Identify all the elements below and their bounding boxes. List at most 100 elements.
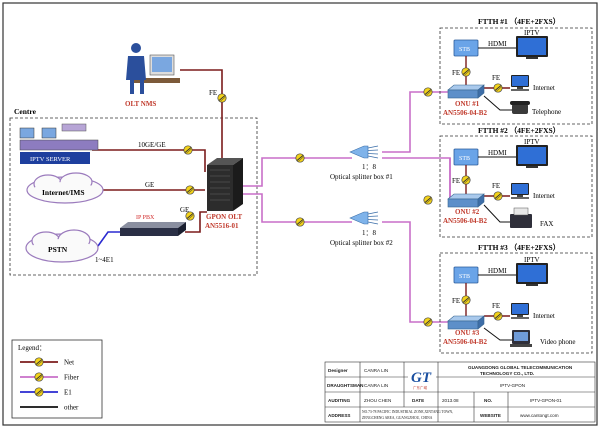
internet-cloud (26, 172, 104, 204)
tb-draughtsman: CANRA LIN (364, 383, 388, 388)
gpon-olt (207, 158, 243, 211)
pstn-label: PSTN (48, 245, 68, 254)
ftth-1-stb: STB (459, 47, 470, 53)
ftth-1-hdmi: HDMI (488, 40, 507, 48)
connector (423, 87, 433, 97)
tb-designer: CANRA LIN (364, 368, 388, 373)
centre-box (9, 117, 258, 276)
tb-no: IPTV-GPON-01 (530, 398, 562, 403)
internet-label: Internet/IMS (42, 188, 85, 197)
splitter-2-icon (349, 211, 379, 225)
video-phone-icon (510, 330, 532, 347)
net-lines (92, 69, 223, 233)
ftth-1-fe1: FE (452, 69, 460, 77)
tb-address-label: ADDRESS (328, 413, 350, 418)
pc-icon (511, 183, 529, 199)
svg-text:GT: GT (411, 370, 432, 386)
internet-link-label: GE (145, 181, 154, 189)
connector (461, 175, 471, 185)
connector (295, 153, 305, 163)
connector (183, 145, 193, 155)
tb-address-2: ZENGCHENG AREA, GUANGZHOU, CHINA (362, 416, 433, 421)
nms-label: OLT NMS (125, 100, 156, 108)
iptv-server-label: IPTV SERVER (30, 156, 71, 163)
splitter-1-ratio: 1：8 (362, 163, 376, 171)
ftth-3-internet: Internet (533, 312, 555, 320)
centre-label: Centre (14, 107, 37, 116)
olt-model: AN5516-01 (205, 222, 239, 230)
legend-connector (34, 357, 44, 367)
ftth-2-onu: ONU #2 (455, 208, 480, 216)
ftth-1-title: FTTH #1 （4FE+2FXS） (478, 16, 560, 26)
ftth-1-extra: Telephone (532, 108, 561, 116)
tv-icon (516, 36, 548, 59)
iptv-server (19, 123, 99, 164)
legend-label-net: Net (64, 359, 74, 367)
fax-icon (510, 207, 532, 228)
legend-connector (34, 387, 44, 397)
nms-fe-label: FE (209, 89, 217, 97)
connector (461, 295, 471, 305)
tb-date-label: DATE (412, 398, 424, 403)
ftth-3-fe2: FE (492, 302, 500, 310)
onu-icon (447, 193, 485, 208)
connector (493, 83, 503, 93)
tb-no-label: NO. (484, 398, 492, 403)
tb-auditing: ZHOU CHEN (364, 398, 391, 403)
ftth-1: FTTH #1 （4FE+2FXS） IPTV STB HDMI FE FE I… (439, 16, 593, 125)
ftth-3-iptv: IPTV (524, 256, 540, 264)
title-block (324, 361, 596, 423)
ftth-2-title: FTTH #2 （4FE+2FXS） (478, 125, 560, 135)
fiber-lines (243, 91, 451, 323)
connector (493, 191, 503, 201)
ftth-2-onu-model: AN5506-04-B2 (443, 217, 487, 225)
ftth-2: FTTH #2 （4FE+2FXS） IPTV STB HDMI FE FE I… (439, 125, 593, 238)
ftth-1-iptv: IPTV (524, 29, 540, 37)
e1-label: 1~4E1 (95, 256, 114, 264)
tb-company-2: TECHNOLOGY CO., LTD. (480, 371, 534, 376)
connector (493, 311, 503, 321)
connector (217, 93, 227, 103)
connector (423, 317, 433, 327)
ftth-3-onu: ONU #3 (455, 329, 480, 337)
splitter-2-label: Optical splitter box #2 (330, 239, 393, 247)
ftth-3-hdmi: HDMI (488, 267, 507, 275)
ftth-1-onu-model: AN5506-04-B2 (443, 109, 487, 117)
connector (185, 185, 195, 195)
legend-label-e1: E1 (64, 389, 72, 397)
tv-icon (516, 263, 548, 286)
olt-name: GPON OLT (206, 213, 242, 221)
ftth-1-onu: ONU #1 (455, 100, 480, 108)
tb-date: 2013.08 (442, 398, 459, 403)
tv-icon (516, 145, 548, 168)
tb-project: IPTV-GPON (500, 383, 525, 388)
legend-title: Legend： (18, 344, 46, 352)
e1-line (97, 231, 120, 247)
legend-label-other: other (64, 404, 79, 412)
svg-text:广东广域: 广东广域 (413, 385, 427, 390)
tb-website-label: WEBSITE (480, 413, 501, 418)
tb-draughtsman-label: DRAUGHTSMAN (327, 383, 364, 388)
nms-workstation (126, 43, 180, 94)
company-logo: GT 广东广域 (408, 364, 436, 390)
ftth-1-internet: Internet (533, 84, 555, 92)
ftth-1-fe2: FE (492, 74, 500, 82)
ftth-3: FTTH #3 （4FE+2FXS） IPTV STB HDMI FE FE I… (439, 242, 593, 354)
connector (295, 217, 305, 227)
legend-label-fiber: Fiber (64, 374, 79, 382)
telephone-icon (510, 101, 530, 114)
tb-company-1: GUANGDONG GLOBAL TELECOMMUNICATION (468, 365, 573, 370)
ftth-2-extra: FAX (540, 220, 553, 228)
ftth-3-onu-model: AN5506-04-B2 (443, 338, 487, 346)
frame (2, 2, 598, 426)
ip-pbx-label: IP PBX (136, 215, 155, 221)
ftth-2-iptv: IPTV (524, 138, 540, 146)
legend-connector (34, 372, 44, 382)
tb-auditing-label: AUDITING (328, 398, 351, 403)
splitter-1-label: Optical splitter box #1 (330, 173, 393, 181)
tb-website: www.cantongt.com (520, 413, 559, 418)
connector (423, 195, 433, 205)
